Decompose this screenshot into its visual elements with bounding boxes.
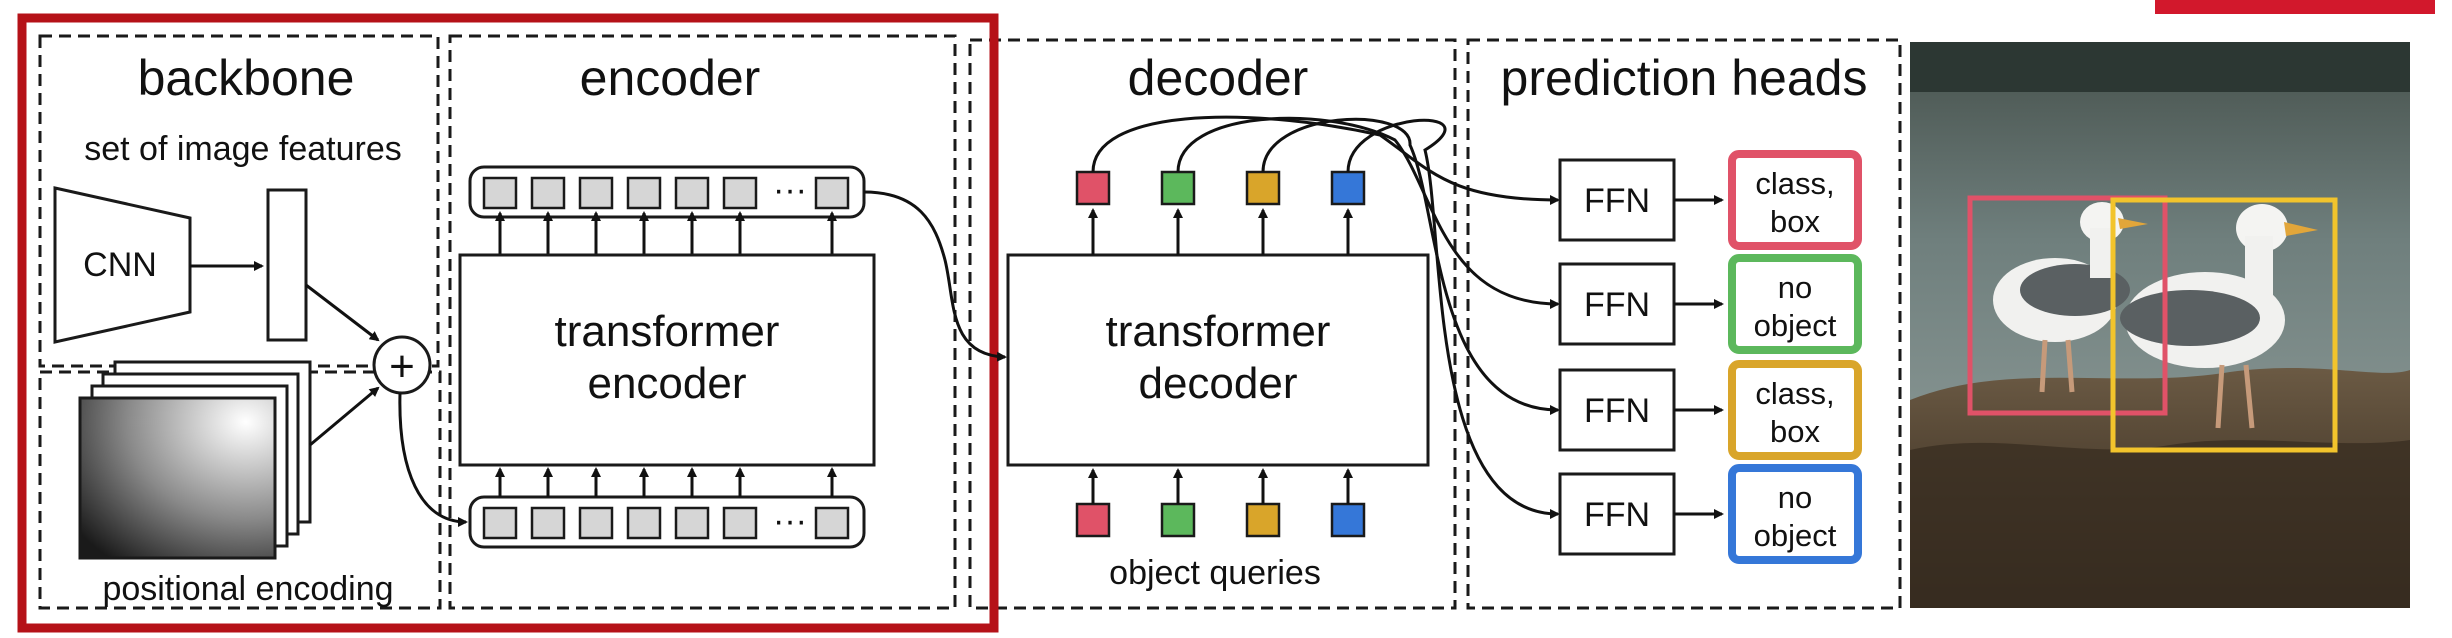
encoder-output-token bbox=[482, 176, 518, 210]
encoder-output-token bbox=[722, 176, 758, 210]
decoder-output-token bbox=[1075, 170, 1111, 206]
backbone-frame bbox=[38, 34, 440, 368]
object-query-token bbox=[1160, 502, 1196, 538]
heads-frame bbox=[1466, 38, 1902, 610]
encoder-input-token bbox=[722, 506, 758, 540]
prediction-label-line1: no bbox=[1778, 270, 1812, 305]
encoder-output-tokens bbox=[468, 165, 866, 219]
decoder-output-token bbox=[1245, 170, 1281, 206]
prediction-label-line2: box bbox=[1770, 414, 1820, 449]
decoder-output-token bbox=[1160, 170, 1196, 206]
ffn-block bbox=[1558, 472, 1676, 556]
encoder-input-token bbox=[530, 506, 566, 540]
prediction-label-line2: object bbox=[1754, 308, 1837, 343]
prediction-output-box bbox=[1728, 464, 1862, 564]
encoder-output-token bbox=[578, 176, 614, 210]
prediction-output-box bbox=[1728, 254, 1862, 354]
transformer-decoder-label-1: transformer bbox=[1106, 307, 1331, 356]
encoder-input-token bbox=[674, 506, 710, 540]
sum-symbol: + bbox=[389, 342, 415, 391]
prediction-output-box bbox=[1728, 150, 1862, 250]
decoder-to-ffn-arrow bbox=[1346, 118, 1560, 519]
encoder-input-token bbox=[482, 506, 518, 540]
feature-map bbox=[266, 188, 308, 342]
prediction-output-box bbox=[1728, 360, 1862, 460]
object-query-token bbox=[1330, 502, 1366, 538]
encoder-title: encoder bbox=[580, 50, 761, 106]
backbone-title: backbone bbox=[138, 50, 355, 106]
ffn-block bbox=[1558, 158, 1676, 242]
object-queries-label: object queries bbox=[1109, 554, 1321, 592]
prediction-label-line2: object bbox=[1754, 518, 1837, 553]
cnn-block bbox=[53, 186, 192, 344]
encoder-output-token bbox=[626, 176, 662, 210]
prediction-label-line1: class, bbox=[1755, 166, 1834, 201]
encoder-input-token bbox=[578, 506, 614, 540]
decoder-output-token bbox=[1330, 170, 1366, 206]
ffn-label: FFN bbox=[1584, 286, 1650, 324]
ffn-label: FFN bbox=[1584, 496, 1650, 534]
encoder-frame bbox=[448, 34, 957, 610]
encoder-bottom-ellipsis: ··· bbox=[773, 502, 807, 540]
highlight-box bbox=[17, 13, 999, 633]
prediction-label-line2: box bbox=[1770, 204, 1820, 239]
sum-node bbox=[372, 335, 432, 395]
ffn-label: FFN bbox=[1584, 392, 1650, 430]
transformer-encoder-label-1: transformer bbox=[555, 307, 780, 356]
encoder-output-token bbox=[814, 176, 850, 210]
image-features-label: set of image features bbox=[84, 130, 402, 168]
decoder-to-ffn-arrow bbox=[1091, 115, 1560, 205]
positional-encoding-map bbox=[78, 396, 277, 560]
ffn-label: FFN bbox=[1584, 182, 1650, 220]
encoder-output-token bbox=[674, 176, 710, 210]
prediction-heads-title: prediction heads bbox=[1501, 50, 1868, 106]
positional-encoding-label: positional encoding bbox=[102, 570, 393, 608]
encoder-output-token bbox=[530, 176, 566, 210]
transformer-encoder-block bbox=[458, 253, 876, 467]
encoder-input-token bbox=[626, 506, 662, 540]
transformer-decoder-label-2: decoder bbox=[1138, 359, 1297, 408]
encoder-input-token bbox=[814, 506, 850, 540]
ffn-block bbox=[1558, 368, 1676, 452]
object-query-token bbox=[1075, 502, 1111, 538]
seagull-photo bbox=[1910, 42, 2410, 608]
transformer-encoder-label-2: encoder bbox=[587, 359, 746, 408]
cnn-label: CNN bbox=[83, 246, 157, 284]
corner-tab bbox=[2155, 0, 2435, 14]
transformer-decoder-block bbox=[1006, 253, 1430, 467]
prediction-label-line1: no bbox=[1778, 480, 1812, 515]
decoder-to-ffn-arrow bbox=[1176, 116, 1560, 309]
encoder-top-ellipsis: ··· bbox=[773, 171, 807, 209]
encoder-input-tokens bbox=[468, 495, 866, 549]
decoder-title: decoder bbox=[1128, 50, 1309, 106]
detection-box-2 bbox=[2110, 197, 2338, 453]
decoder-to-ffn-arrow bbox=[1261, 117, 1560, 415]
object-query-token bbox=[1245, 502, 1281, 538]
prediction-label-line1: class, bbox=[1755, 376, 1834, 411]
detection-box-1 bbox=[1967, 195, 2168, 416]
